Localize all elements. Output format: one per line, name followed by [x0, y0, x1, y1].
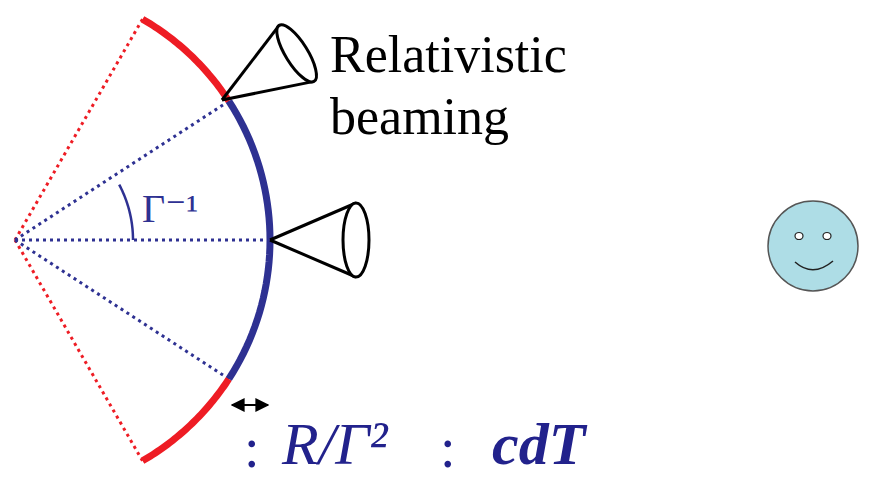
- radius-line: [15, 19, 143, 240]
- shell-arc: [143, 379, 229, 461]
- shell-arc: [229, 101, 270, 379]
- radius-line: [15, 101, 229, 240]
- radius-line: [15, 240, 143, 461]
- approx-sign: :: [244, 416, 260, 480]
- observer-face: [768, 201, 858, 291]
- angle-mark: [119, 185, 133, 240]
- thickness-arrow: [232, 404, 268, 406]
- shell-arc: [143, 19, 229, 101]
- angle-label: Γ⁻¹: [142, 186, 198, 232]
- approx-sign: :: [440, 416, 456, 480]
- thickness-expr: R/Γ²: [282, 410, 387, 478]
- radius-line: [15, 239, 270, 242]
- radius-line: [15, 240, 229, 379]
- duration-expr: cdT: [492, 410, 585, 478]
- title-text: Relativistic beaming: [330, 24, 630, 148]
